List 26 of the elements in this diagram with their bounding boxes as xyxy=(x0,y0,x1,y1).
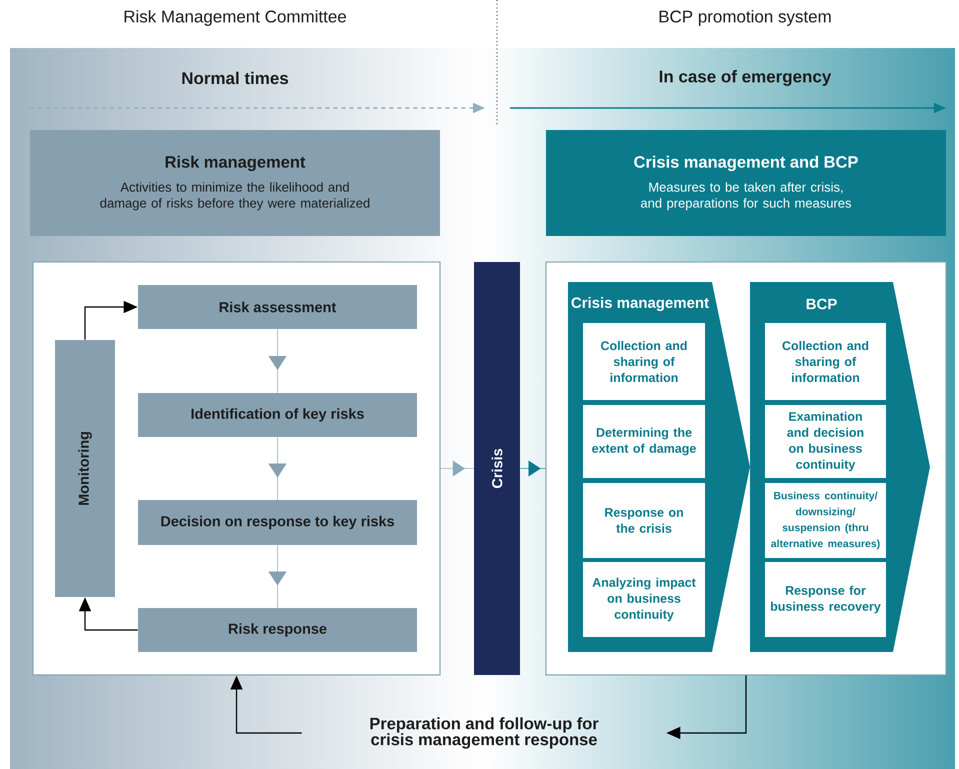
heading: In case of emergency xyxy=(660,70,832,86)
arrow xyxy=(520,460,546,476)
heading: Normal times xyxy=(182,72,288,84)
step-box: Response on the crisis xyxy=(583,482,705,558)
crisis-bar: Crisis xyxy=(474,262,520,675)
monitoring-bar: Monitoring xyxy=(55,340,115,597)
step-box: Determining the extent of damage xyxy=(583,405,705,478)
heading: Risk Management Committee xyxy=(124,10,346,26)
step-box: Analyzing impact on business continuity xyxy=(583,562,705,637)
process-box: Risk response xyxy=(138,608,417,652)
arrow xyxy=(440,460,474,476)
header-box: Risk management Activities to minimize the likelihood and damage of risks before they were materialized xyxy=(30,130,440,236)
process-box: Identification of key risks xyxy=(138,392,417,437)
arrow xyxy=(268,328,287,394)
step-box: Business continuity/ downsizing/ suspension (thru alternative measures) xyxy=(764,482,886,558)
note-text: Preparation and follow-up for crisis management response xyxy=(370,717,598,749)
arrow xyxy=(268,436,287,500)
process-box: Risk assessment xyxy=(138,285,417,329)
header-box: Crisis management and BCP Measures to be taken after crisis, and preparations for such measures xyxy=(546,130,946,236)
heading: BCP promotion system xyxy=(660,10,831,26)
step-box: Collection and sharing of information xyxy=(583,323,705,400)
step-box: Examination and decision on business continuity xyxy=(764,405,886,478)
process-box: Decision on response to key risks xyxy=(138,500,417,545)
arrow xyxy=(268,544,287,608)
step-box: Response for business recovery xyxy=(764,562,886,637)
step-box: Collection and sharing of information xyxy=(764,323,886,400)
